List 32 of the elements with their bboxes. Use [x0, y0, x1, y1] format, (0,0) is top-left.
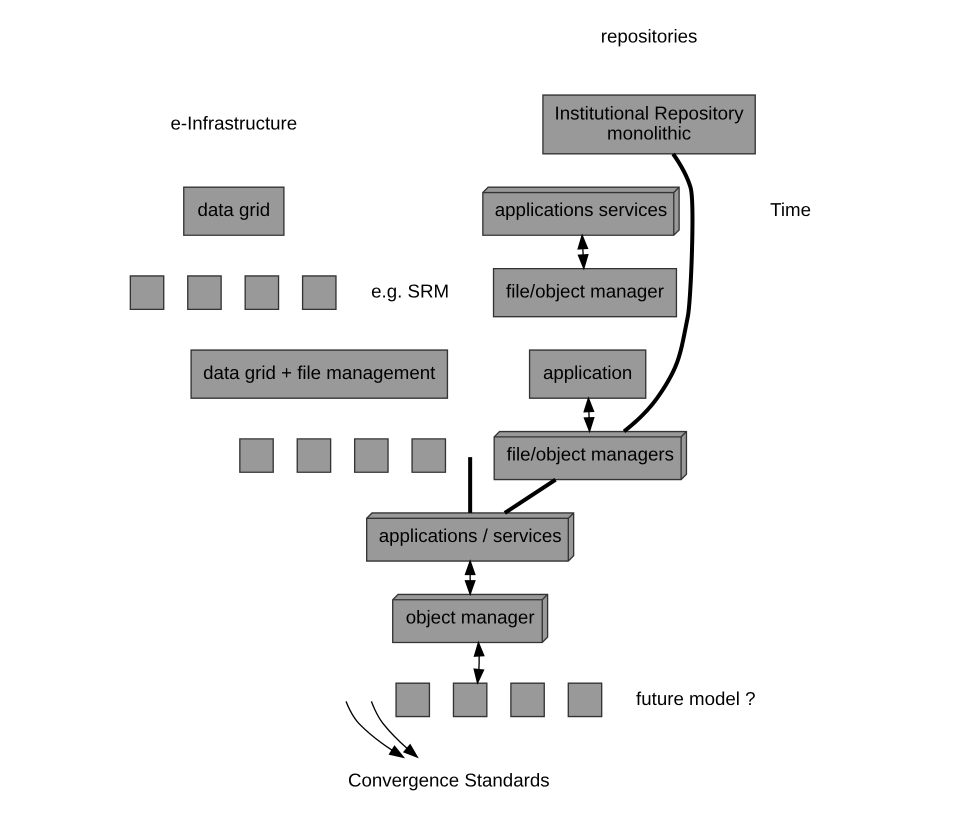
node-box: [354, 438, 388, 473]
label: repositories: [600, 26, 697, 47]
arrow: [464, 559, 476, 596]
node-box: application: [528, 349, 646, 399]
node-box: data grid + file management: [190, 349, 448, 399]
label: future model ?: [636, 688, 756, 709]
node-box: Institutional Repository monolithic: [542, 94, 756, 154]
node-box: [238, 438, 274, 473]
label: e.g. SRM: [370, 280, 449, 302]
node-box: [394, 682, 430, 718]
node-box: [301, 275, 336, 310]
node-box: [410, 438, 446, 473]
node-box: data grid: [182, 186, 284, 236]
node-text: Convergence Standards: [348, 769, 550, 790]
node-box: [296, 438, 331, 473]
node-box: [567, 682, 602, 718]
connector: [468, 457, 472, 513]
arrow: [472, 640, 484, 685]
node-box: file/object manager: [492, 268, 677, 318]
arrow: [582, 396, 594, 434]
node-box: [452, 682, 488, 718]
node-box: [510, 682, 544, 718]
label: e-Infrastructure: [170, 112, 297, 134]
connector: [503, 478, 556, 515]
arrow: [576, 233, 588, 270]
arrow: [344, 701, 405, 758]
label: Time: [770, 199, 811, 220]
node-box: [186, 275, 222, 310]
node-box: [129, 275, 164, 310]
arrow: [370, 701, 418, 758]
connector: [622, 152, 694, 433]
node-box: [244, 275, 279, 310]
